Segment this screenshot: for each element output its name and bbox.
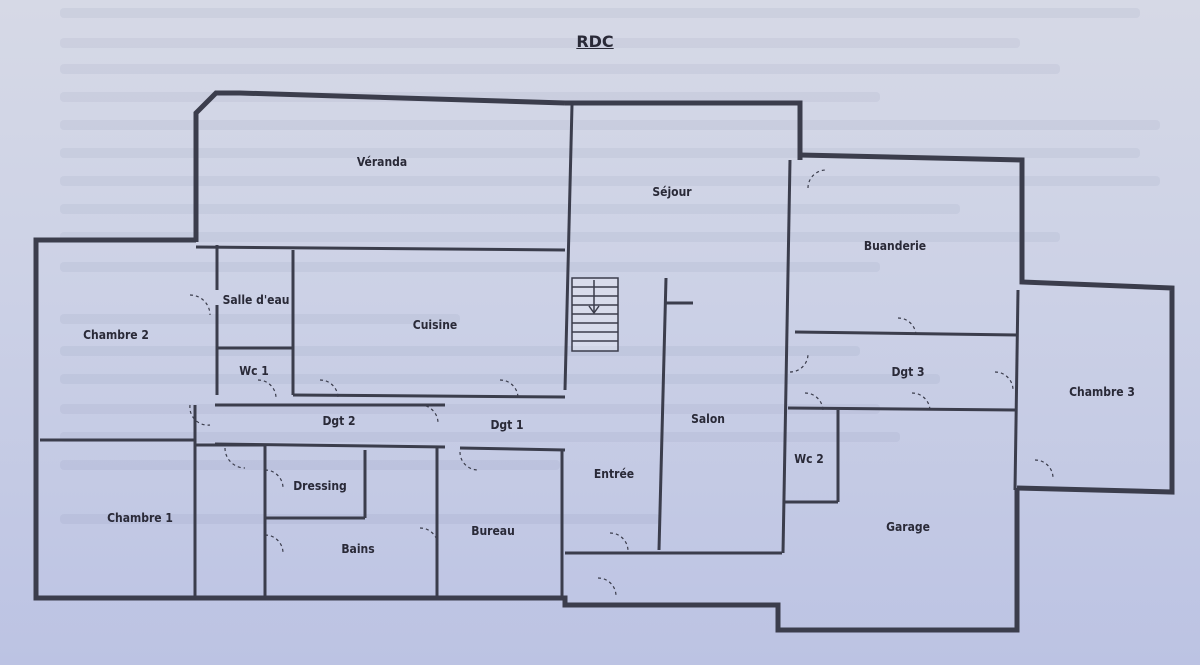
room-label-cuisine: Cuisine [413, 318, 457, 332]
room-label-buanderie: Buanderie [864, 239, 926, 253]
room-label-dressing: Dressing [293, 479, 347, 493]
room-label-chambre-1: Chambre 1 [107, 511, 173, 525]
door-swings [189, 169, 1054, 597]
room-label-chambre-2: Chambre 2 [83, 328, 149, 342]
room-label-salle-deau: Salle d'eau [223, 293, 290, 307]
room-label-sejour: Séjour [652, 185, 692, 199]
room-label-chambre-3: Chambre 3 [1069, 385, 1135, 399]
room-label-entree: Entrée [594, 467, 634, 481]
exterior-walls [33, 90, 1175, 633]
room-label-bureau: Bureau [471, 524, 515, 538]
staircase [571, 277, 619, 352]
room-label-dgt-1: Dgt 1 [490, 418, 523, 432]
room-label-salon: Salon [691, 412, 725, 426]
room-labels: Véranda Séjour Buanderie Chambre 2 Salle… [83, 155, 1135, 556]
room-label-wc-2: Wc 2 [794, 452, 824, 466]
room-label-bains: Bains [341, 542, 374, 556]
room-label-dgt-2: Dgt 2 [322, 414, 355, 428]
room-label-veranda: Véranda [357, 155, 407, 169]
room-label-garage: Garage [886, 520, 930, 534]
interior-walls [40, 104, 1020, 600]
room-label-wc-1: Wc 1 [239, 364, 269, 378]
room-label-dgt-3: Dgt 3 [891, 365, 924, 379]
plan-title: RDC [576, 32, 614, 51]
